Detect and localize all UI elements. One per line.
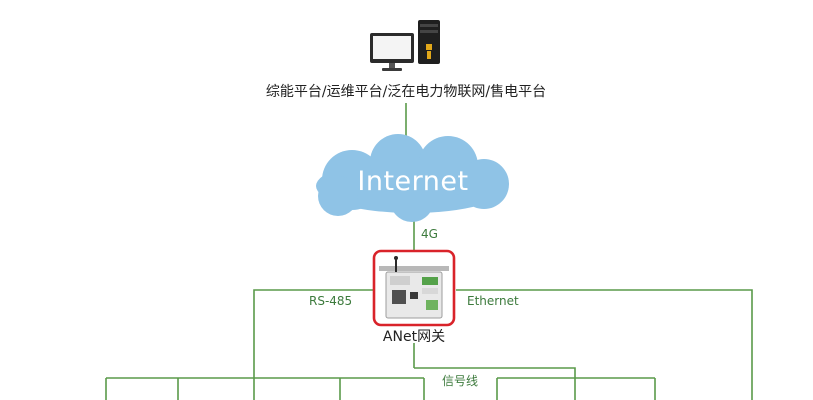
cloud-icon xyxy=(316,134,509,222)
line-signal-branch xyxy=(414,367,576,400)
rs485-label: RS-485 xyxy=(309,294,352,308)
signal-line-label: 信号线 xyxy=(442,374,478,388)
gateway-device-icon xyxy=(372,249,456,327)
line-ethernet-bus xyxy=(456,289,753,400)
uplink-label: 4G xyxy=(421,227,438,241)
platform-label: 综能平台/运维平台/泛在电力物联网/售电平台 xyxy=(266,84,546,100)
gateway-label: ANet网关 xyxy=(383,329,445,345)
connection-lines xyxy=(105,103,753,400)
ethernet-label: Ethernet xyxy=(467,294,519,308)
computer-workstation-icon xyxy=(370,20,440,71)
line-rs485-bus xyxy=(253,289,374,400)
cloud-label: Internet xyxy=(357,166,468,197)
